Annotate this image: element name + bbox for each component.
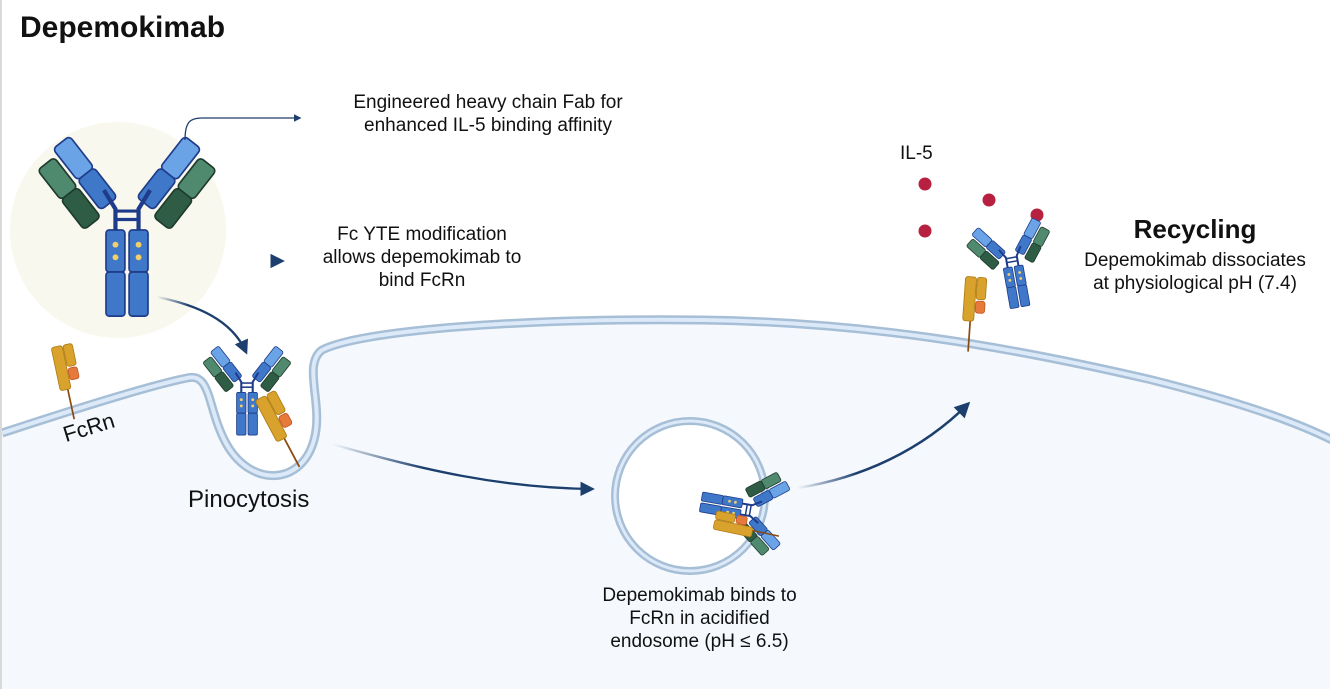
recycling-heading: Recycling [1133, 214, 1257, 244]
recycling-line: Depemokimab dissociates [1084, 250, 1306, 271]
pinocytosis-label: Pinocytosis [188, 486, 310, 513]
arrow-fab-callout [184, 114, 302, 141]
fc-callout: Fc YTE modification allows depemokimab t… [292, 224, 552, 292]
fc-callout-line: Fc YTE modification [337, 224, 507, 245]
depemokimab-antibody-recycling [960, 213, 1066, 316]
fc-callout-line: allows depemokimab to [322, 246, 522, 268]
fab-callout-line: Engineered heavy chain Fab for [353, 92, 623, 113]
arrow-to-recycling [796, 401, 971, 490]
il5-molecules [918, 177, 1044, 238]
fab-callout-line: enhanced IL-5 binding affinity [364, 114, 612, 136]
fc-callout-line: bind FcRn [378, 269, 466, 291]
il5-label: IL-5 [900, 143, 933, 164]
il5-molecule [918, 224, 932, 238]
arrow-to-pinocytosis [156, 295, 248, 355]
fab-callout: Engineered heavy chain Fab for enhanced … [318, 92, 658, 138]
recycling-line: at physiological pH (7.4) [1093, 272, 1297, 294]
endosome-line: endosome (pH ≤ 6.5) [610, 630, 789, 652]
recycling-description: Depemokimab dissociates at physiological… [1050, 250, 1330, 296]
il5-molecule [918, 177, 932, 191]
endosome-caption: Depemokimab binds to FcRn in acidified e… [562, 585, 837, 653]
endosome-line: Depemokimab binds to [602, 585, 797, 606]
arrow-to-endosome [331, 442, 595, 497]
page-title: Depemokimab [20, 11, 226, 44]
endosome-line: FcRn in acidified [629, 607, 770, 629]
il5-molecule [982, 193, 996, 207]
